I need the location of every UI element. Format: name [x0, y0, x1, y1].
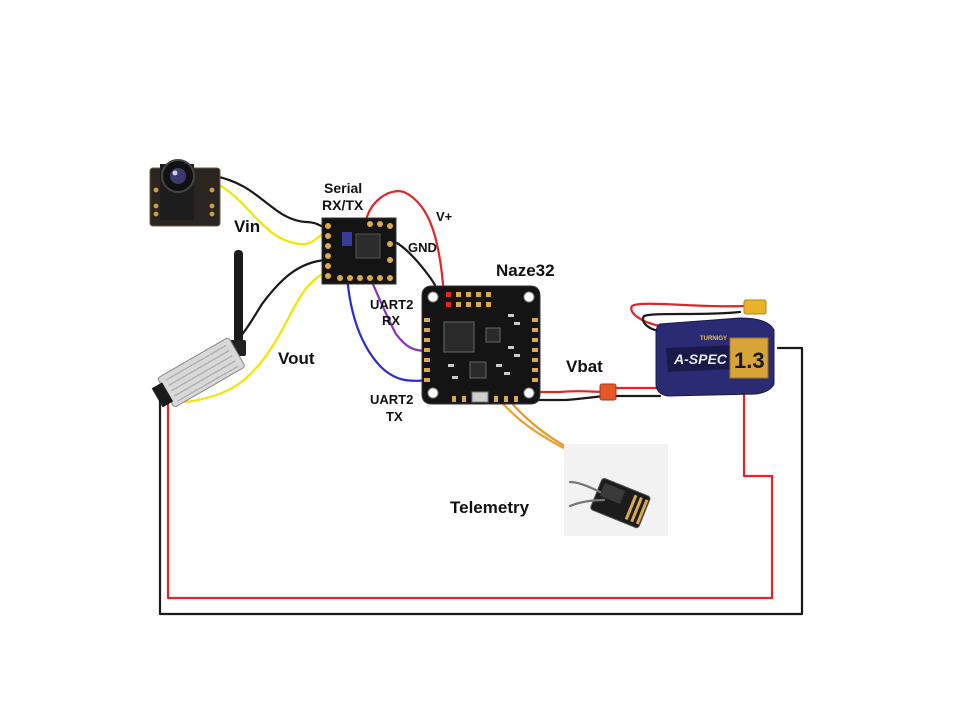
- naze32-components: [448, 314, 520, 379]
- label-naze32: Naze32: [496, 261, 555, 280]
- vbat-red-wire: [536, 390, 606, 394]
- rc-receiver: [564, 444, 668, 536]
- naze32-mount-hole-tl: [427, 291, 439, 303]
- label-uart2-rx-top: UART2: [370, 297, 413, 312]
- label-vout: Vout: [278, 349, 315, 368]
- video-transmitter: [151, 250, 246, 408]
- uart2-tx-blue-wire: [344, 248, 434, 383]
- label-serial: Serial: [324, 180, 362, 196]
- battery-gold-panel: [729, 337, 769, 379]
- battery-balance-black-wire: [641, 310, 742, 334]
- label-gnd: GND: [408, 240, 437, 255]
- naze32-mount-hole-tr: [523, 291, 535, 303]
- label-vbat: Vbat: [566, 357, 603, 376]
- label-uart2-tx-bottom: TX: [386, 409, 403, 424]
- label-vplus: V+: [436, 209, 453, 224]
- naze32-mcu: [443, 321, 475, 353]
- vtx-body: [151, 337, 245, 408]
- osd-chip: [355, 233, 381, 259]
- naze32-top-header-red-pads: [446, 292, 451, 307]
- camera-lens-glass: [170, 168, 186, 184]
- battery-xt60-connector: [743, 299, 767, 315]
- camera-yellow-wire: [212, 180, 328, 246]
- lipo-battery: TURNIGY A-SPEC 1.3: [599, 299, 775, 401]
- naze32-chip-small: [469, 361, 487, 379]
- camera-black-wire: [212, 174, 328, 230]
- battery-model-text: A-SPEC: [673, 351, 728, 367]
- naze32-board: [421, 285, 541, 405]
- labels: Serial RX/TX Vin V+ GND Naze32 UART2 RX …: [234, 180, 603, 517]
- osd-pads: [325, 221, 393, 281]
- osd-board: [321, 217, 397, 285]
- naze32-mount-hole-bl: [427, 387, 439, 399]
- vplus-red-wire: [364, 190, 446, 298]
- label-uart2-rx-bottom: RX: [382, 313, 400, 328]
- battery-capacity-text: 1.3: [734, 348, 765, 373]
- naze32-mount-hole-br: [523, 387, 535, 399]
- osd-chip-2: [342, 232, 352, 246]
- fpv-camera: [149, 159, 221, 227]
- vbat-black-wire: [536, 394, 610, 402]
- naze32-usb-port: [471, 391, 489, 403]
- battery-brand-text: TURNIGY: [700, 336, 727, 342]
- label-serial-rxtx: RX/TX: [322, 197, 364, 213]
- naze32-side-pads: [424, 318, 538, 402]
- camera-lens-highlight: [172, 170, 178, 176]
- camera-pads: [153, 187, 215, 217]
- vtx-yellow-wire: [184, 270, 328, 404]
- receiver-antenna-2: [568, 498, 606, 508]
- red-power-loop-wire: [166, 372, 774, 600]
- label-uart2-tx-top: UART2: [370, 392, 413, 407]
- receiver-body: [590, 477, 651, 529]
- battery-jst-connector: [599, 383, 617, 401]
- label-vin: Vin: [234, 217, 260, 236]
- naze32-gyro: [485, 327, 501, 343]
- receiver-antenna-1: [568, 480, 602, 494]
- label-telemetry: Telemetry: [450, 498, 530, 517]
- vtx-antenna: [234, 250, 243, 354]
